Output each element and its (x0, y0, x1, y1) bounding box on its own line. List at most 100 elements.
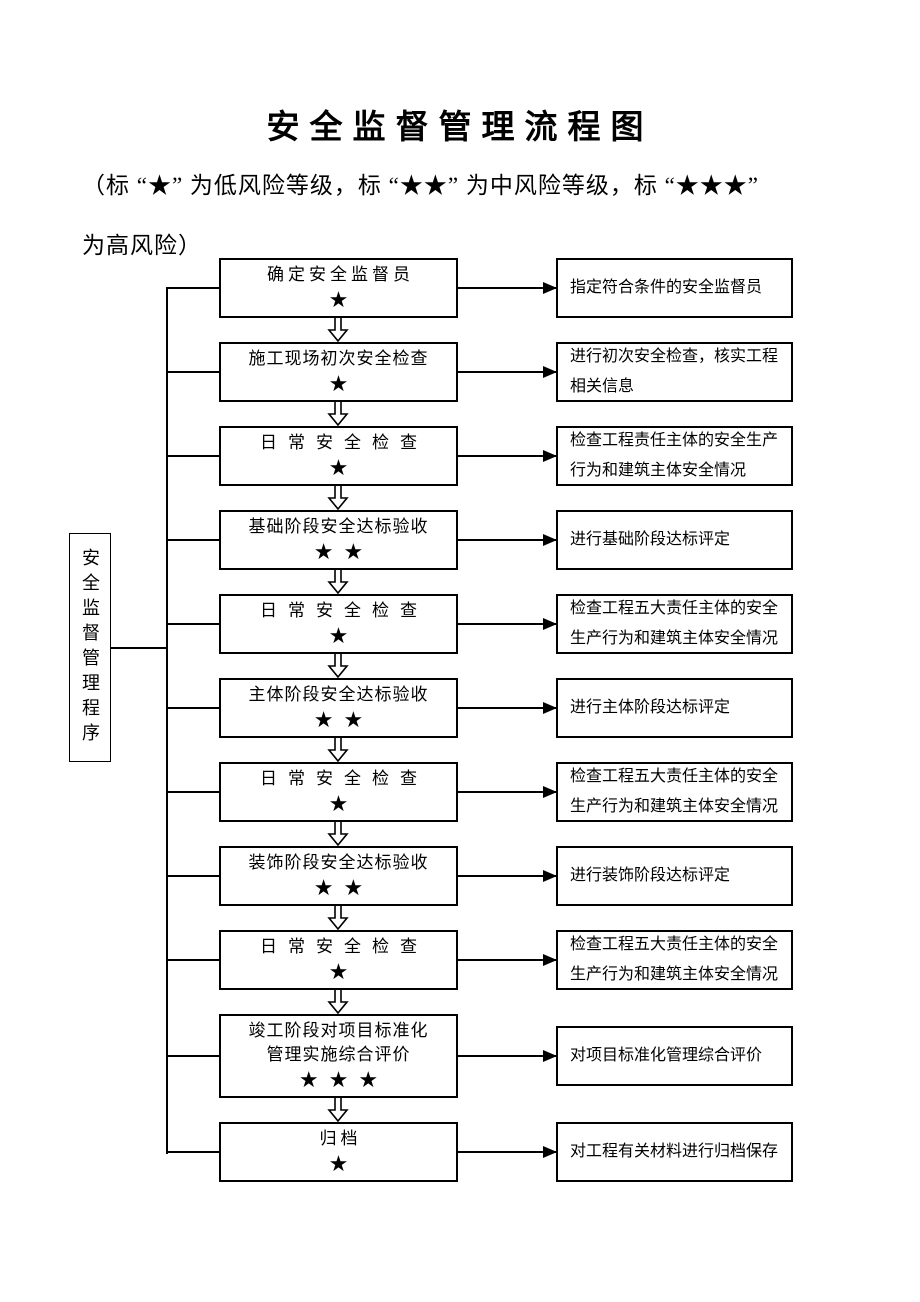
flow-step-box: 装饰阶段安全达标验收 ★★ (219, 846, 458, 906)
note-text: 对工程有关材料进行归档保存 (570, 1143, 779, 1160)
step-risk-stars: ★★ (313, 539, 374, 564)
connector-stub-line (166, 875, 220, 877)
flow-note-box: 检查工程责任主体的安全生产行为和建筑主体安全情况 (556, 426, 793, 486)
arrowhead-icon (543, 870, 557, 882)
down-arrow-icon (327, 570, 349, 594)
flow-step-box: 确定安全监督员 ★ (219, 258, 458, 318)
step-label: 确定安全监督员 (267, 265, 414, 284)
arrowhead-icon (543, 1050, 557, 1062)
step-risk-stars: ★ (328, 371, 359, 396)
step-label: 基础阶段安全达标验收 (248, 517, 429, 536)
down-arrow-icon (327, 738, 349, 762)
flow-row: 日常安全检查 ★ 检查工程责任主体的安全生产行为和建筑主体安全情况 (0, 426, 920, 510)
step-label: 施工现场初次安全检查 (248, 349, 429, 368)
step-label: 装饰阶段安全达标验收 (248, 853, 429, 872)
flow-note-box: 检查工程五大责任主体的安全生产行为和建筑主体安全情况 (556, 594, 793, 654)
note-text: 对项目标准化管理综合评价 (570, 1047, 763, 1064)
connector-side-line (111, 647, 167, 649)
flow-step-box: 主体阶段安全达标验收 ★★ (219, 678, 458, 738)
note-text: 检查工程五大责任主体的安全生产行为和建筑主体安全情况 (570, 768, 779, 815)
arrowhead-icon (543, 450, 557, 462)
step-label-line2: 管理实施综合评价 (266, 1045, 411, 1064)
flow-step-box: 基础阶段安全达标验收 ★★ (219, 510, 458, 570)
note-text: 检查工程五大责任主体的安全生产行为和建筑主体安全情况 (570, 600, 779, 647)
arrowhead-icon (543, 702, 557, 714)
connector-stub-line (166, 1151, 220, 1153)
flow-note-box: 进行初次安全检查，核实工程相关信息 (556, 342, 793, 402)
step-risk-stars: ★ (328, 455, 359, 480)
arrow-to-note-line (458, 282, 557, 294)
legend-note-line2: 为高风险） (82, 233, 202, 258)
down-arrow-icon (327, 318, 349, 342)
arrow-to-note-line (458, 534, 557, 546)
flow-note-box: 检查工程五大责任主体的安全生产行为和建筑主体安全情况 (556, 930, 793, 990)
flow-row: 装饰阶段安全达标验收 ★★ 进行装饰阶段达标评定 (0, 846, 920, 930)
flow-row: 日常安全检查 ★ 检查工程五大责任主体的安全生产行为和建筑主体安全情况 (0, 594, 920, 678)
note-text: 进行装饰阶段达标评定 (570, 867, 731, 884)
flow-note-box: 检查工程五大责任主体的安全生产行为和建筑主体安全情况 (556, 762, 793, 822)
flow-row: 竣工阶段对项目标准化 管理实施综合评价 ★★★ 对项目标准化管理综合评价 (0, 1014, 920, 1122)
flow-note-box: 进行基础阶段达标评定 (556, 510, 793, 570)
note-text: 进行主体阶段达标评定 (570, 699, 731, 716)
down-arrow-icon (327, 906, 349, 930)
legend-note: （标 “★” 为低风险等级，标 “★★” 为中风险等级，标 “★★★” 为高风险… (82, 156, 882, 276)
step-label: 日常安全检查 (260, 937, 428, 956)
flow-row: 日常安全检查 ★ 检查工程五大责任主体的安全生产行为和建筑主体安全情况 (0, 930, 920, 1014)
legend-note-line1: （标 “★” 为低风险等级，标 “★★” 为中风险等级，标 “★★★” (82, 173, 760, 198)
flow-step-box: 施工现场初次安全检查 ★ (219, 342, 458, 402)
flow-row: 主体阶段安全达标验收 ★★ 进行主体阶段达标评定 (0, 678, 920, 762)
step-risk-stars: ★ (328, 623, 359, 648)
arrowhead-icon (543, 786, 557, 798)
flow-row: 施工现场初次安全检查 ★ 进行初次安全检查，核实工程相关信息 (0, 342, 920, 426)
connector-stub-line (166, 287, 220, 289)
arrowhead-icon (543, 366, 557, 378)
flow-row: 归档 ★ 对工程有关材料进行归档保存 (0, 1122, 920, 1182)
arrowhead-icon (543, 954, 557, 966)
down-arrow-icon (327, 486, 349, 510)
arrowhead-icon (543, 534, 557, 546)
connector-stub-line (166, 791, 220, 793)
flow-note-box: 对工程有关材料进行归档保存 (556, 1122, 793, 1182)
step-risk-stars: ★ (328, 791, 359, 816)
flow-row: 日常安全检查 ★ 检查工程五大责任主体的安全生产行为和建筑主体安全情况 (0, 762, 920, 846)
note-text: 进行基础阶段达标评定 (570, 531, 731, 548)
arrow-to-note-line (458, 618, 557, 630)
connector-stub-line (166, 959, 220, 961)
connector-stub-line (166, 371, 220, 373)
step-label: 竣工阶段对项目标准化 (248, 1021, 429, 1040)
arrowhead-icon (543, 618, 557, 630)
arrow-to-note-line (458, 786, 557, 798)
step-risk-stars: ★★ (313, 875, 374, 900)
down-arrow-icon (327, 654, 349, 678)
step-label: 日常安全检查 (260, 601, 428, 620)
arrow-to-note-line (458, 702, 557, 714)
arrow-to-note-line (458, 366, 557, 378)
flow-note-box: 对项目标准化管理综合评价 (556, 1026, 793, 1086)
step-label: 日常安全检查 (260, 769, 428, 788)
step-risk-stars: ★ (328, 959, 359, 984)
connector-stub-line (166, 1055, 220, 1057)
flow-step-box: 日常安全检查 ★ (219, 762, 458, 822)
note-text: 检查工程责任主体的安全生产行为和建筑主体安全情况 (570, 432, 779, 479)
down-arrow-icon (327, 822, 349, 846)
side-label: 安全监督管理程序 (80, 547, 100, 748)
step-risk-stars: ★★ (313, 707, 374, 732)
connector-stub-line (166, 623, 220, 625)
flow-note-box: 进行装饰阶段达标评定 (556, 846, 793, 906)
flow-row: 确定安全监督员 ★ 指定符合条件的安全监督员 (0, 258, 920, 342)
step-risk-stars: ★★★ (298, 1067, 389, 1092)
arrowhead-icon (543, 1146, 557, 1158)
flow-step-box: 竣工阶段对项目标准化 管理实施综合评价 ★★★ (219, 1014, 458, 1098)
page-title: 安全监督管理流程图 (266, 108, 654, 145)
flow-step-box: 日常安全检查 ★ (219, 594, 458, 654)
arrow-to-note-line (458, 1146, 557, 1158)
note-text: 检查工程五大责任主体的安全生产行为和建筑主体安全情况 (570, 936, 779, 983)
flow-step-box: 归档 ★ (219, 1122, 458, 1182)
connector-stub-line (166, 455, 220, 457)
down-arrow-icon (327, 402, 349, 426)
arrow-to-note-line (458, 450, 557, 462)
arrowhead-icon (543, 282, 557, 294)
connector-stub-line (166, 539, 220, 541)
side-label-box: 安全监督管理程序 (69, 533, 111, 762)
